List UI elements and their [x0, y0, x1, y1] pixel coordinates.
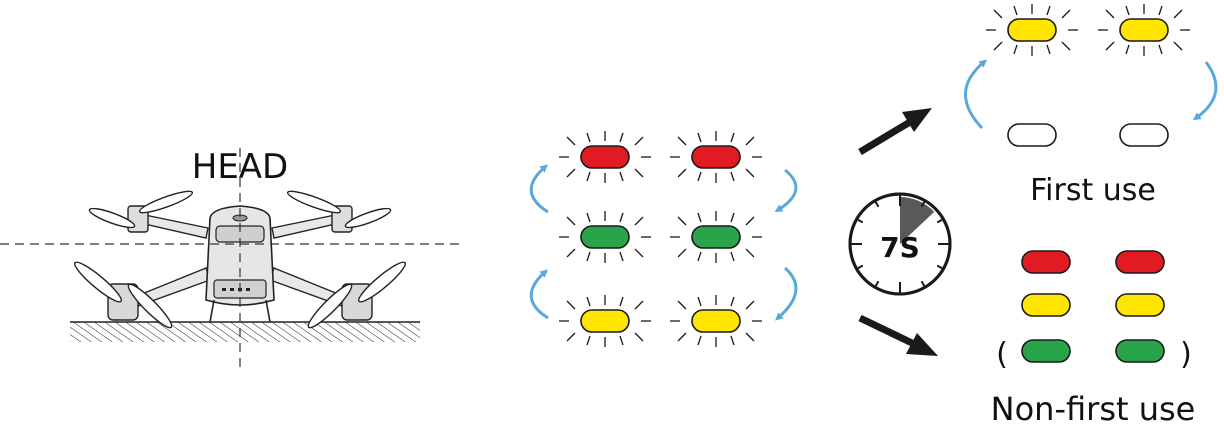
led-green-left: [1022, 340, 1070, 362]
drone-front-view-icon: [70, 188, 420, 342]
led-green-left: [559, 211, 651, 263]
led-yellow-left: [986, 4, 1078, 56]
paren-open: (: [996, 337, 1008, 372]
led-green-right: [1116, 340, 1164, 362]
non-first-use-leds: [1022, 251, 1164, 362]
led-white-left: [1008, 124, 1056, 146]
first-use-leds: [986, 4, 1190, 146]
timer-label: 7S: [880, 231, 920, 264]
paren-close: ): [1180, 337, 1192, 372]
startup-sequence: [559, 131, 762, 347]
led-yellow-right: [1116, 294, 1164, 316]
first-use-label: First use: [1030, 173, 1156, 208]
curved-blue-arrow-icon: [965, 62, 1215, 128]
led-yellow-right: [670, 295, 762, 347]
led-yellow-left: [559, 295, 651, 347]
led-red-left: [559, 131, 651, 183]
curved-blue-arrow-icon: [531, 167, 796, 318]
led-red-left: [1022, 251, 1070, 273]
ground-hatch: [70, 322, 420, 342]
led-green-right: [670, 211, 762, 263]
head-label: HEAD: [192, 147, 289, 187]
black-arrow-icon: [860, 318, 938, 356]
led-yellow-left: [1022, 294, 1070, 316]
black-arrow-icon: [860, 108, 932, 152]
led-white-right: [1120, 124, 1168, 146]
non-first-use-label: Non-first use: [991, 390, 1196, 428]
led-red-right: [670, 131, 762, 183]
led-red-right: [1116, 251, 1164, 273]
led-yellow-right: [1098, 4, 1190, 56]
